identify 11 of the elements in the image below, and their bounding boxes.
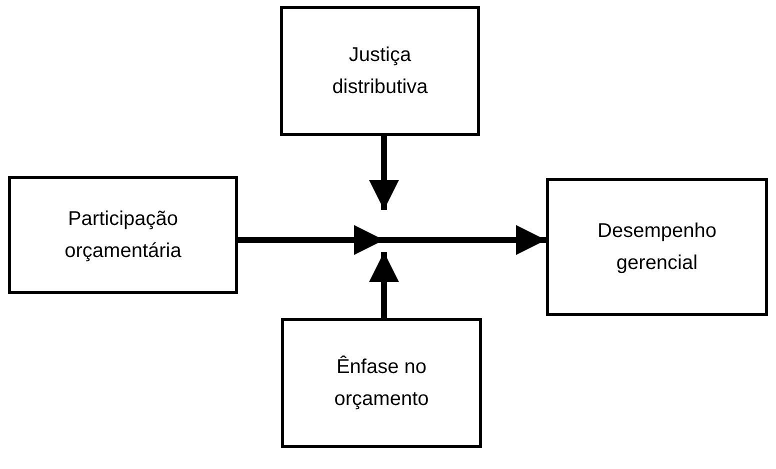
arrow [369, 252, 399, 318]
box-label: Ênfase no orçamento [333, 354, 430, 412]
box-label: Justiça distributiva [331, 43, 429, 100]
arrow [369, 136, 399, 210]
box-label: Participação orçamentária [64, 207, 182, 264]
arrow [238, 225, 546, 255]
process-box [281, 318, 482, 448]
process-box [546, 178, 768, 316]
process-box [280, 6, 480, 136]
box-label: Desempenho gerencial [596, 219, 718, 276]
process-box [8, 176, 238, 294]
